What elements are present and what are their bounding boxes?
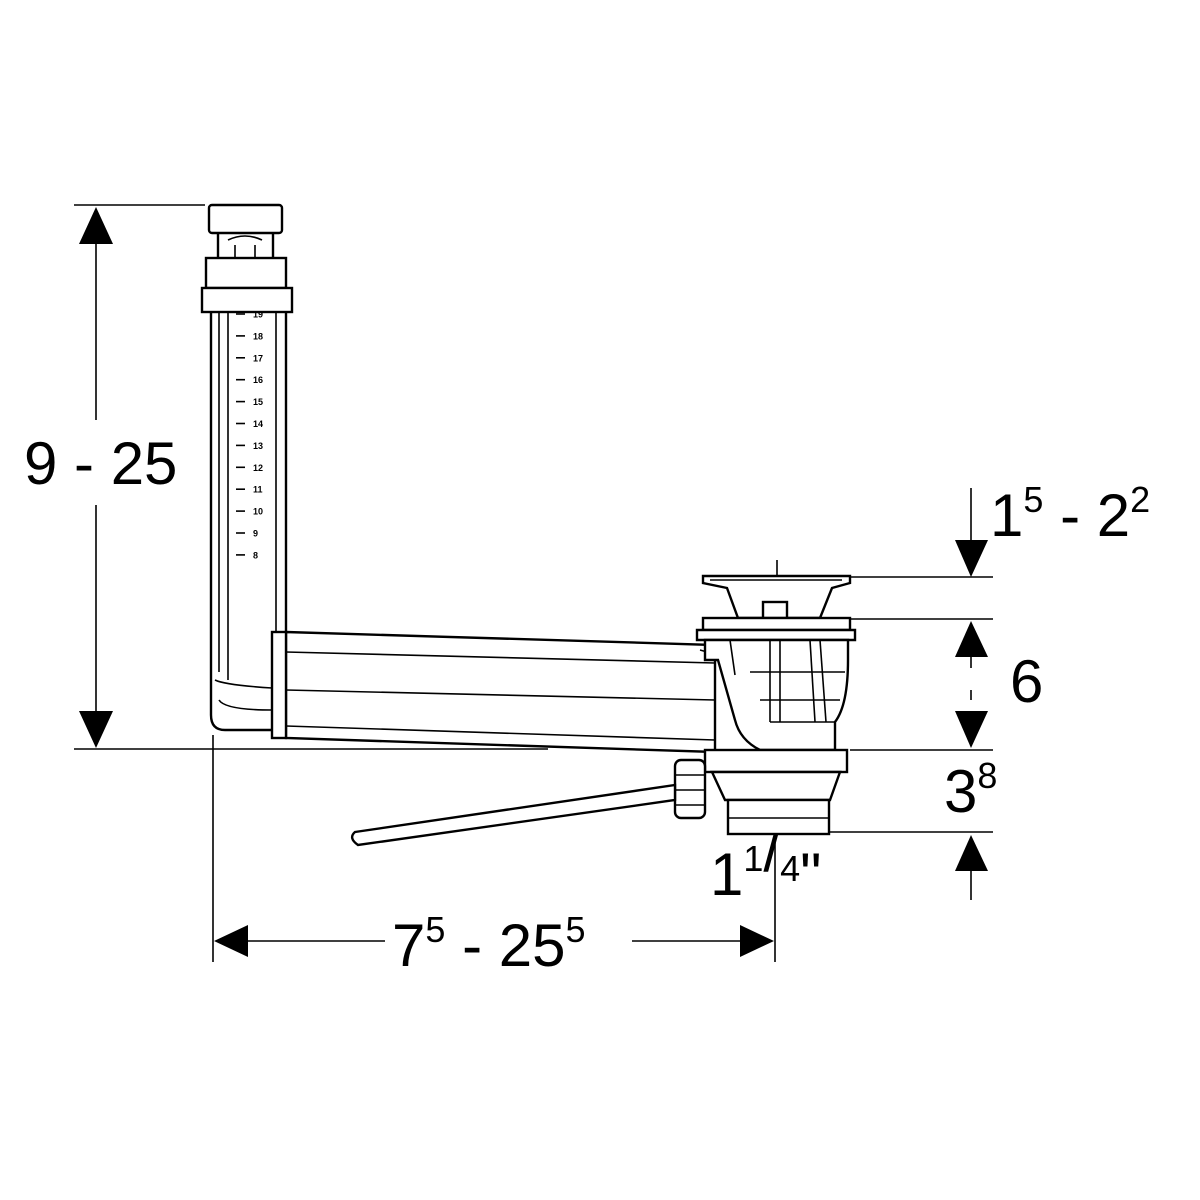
scale-label: 19	[253, 310, 263, 320]
height-dimension: 9 - 25	[24, 204, 548, 750]
basket-height-label: 6	[1010, 648, 1043, 715]
scale-label: 16	[253, 375, 263, 385]
flange-top	[701, 616, 852, 632]
arrow-down-icon	[79, 711, 113, 748]
scale-label: 12	[253, 463, 263, 473]
cap-neck	[216, 233, 275, 258]
plug-knob	[761, 600, 789, 620]
actuator-cable	[350, 783, 677, 847]
arrow-down-icon	[955, 711, 988, 748]
scale-label: 17	[253, 353, 263, 363]
basket-rib-1	[729, 639, 736, 676]
overflow-collar	[204, 256, 288, 290]
scale-label: 18	[253, 331, 263, 341]
arrow-right-icon	[740, 925, 774, 957]
tube-left-wall	[209, 312, 272, 732]
overflow-tube: 19 18 17 16 15 14 13 12 11 10 9 8	[200, 203, 294, 732]
body-nut	[703, 748, 849, 774]
outlet-spigot	[726, 798, 831, 836]
body-taper	[710, 770, 842, 802]
arrow-up-icon	[955, 621, 988, 657]
scale-label: 13	[253, 441, 263, 451]
flange-seal	[695, 628, 857, 642]
scale-label: 8	[253, 550, 258, 560]
scale-label: 14	[253, 419, 263, 429]
scale-label: 10	[253, 507, 263, 517]
cable-connector	[673, 758, 707, 820]
length-range-label: 75 - 255	[392, 909, 586, 979]
arrow-down-icon	[955, 540, 988, 577]
length-scale: 19 18 17 16 15 14 13 12 11 10 9 8	[236, 310, 263, 560]
connection-pipe	[270, 630, 761, 754]
basket-rib-5	[819, 639, 827, 723]
basket-body	[703, 638, 850, 752]
arrow-left-icon	[214, 925, 248, 957]
overflow-cap	[207, 203, 284, 235]
length-dimension: 75 - 255	[212, 735, 776, 979]
pipe-highlight-top	[285, 651, 716, 664]
arrow-up-icon	[79, 207, 113, 244]
basket-waste	[350, 560, 857, 847]
right-dimensions: 15 - 22 6 38 11/4"	[710, 479, 1150, 908]
overflow-nut	[200, 286, 294, 314]
pipe-highlight-bottom	[285, 725, 716, 741]
tube-elbow	[214, 679, 273, 711]
outlet-height-label: 38	[944, 755, 997, 825]
pipe-highlight-mid	[285, 689, 716, 701]
scale-label: 9	[253, 529, 258, 539]
pipe-sleeve	[270, 630, 288, 740]
basket-rib-4	[809, 639, 816, 723]
scale-label: 15	[253, 397, 263, 407]
arrow-up-icon	[955, 835, 988, 871]
overflow-height-label: 15 - 22	[990, 479, 1150, 549]
scale-label: 11	[253, 485, 263, 495]
basket-grid	[750, 671, 845, 723]
cap-detail	[227, 235, 263, 260]
height-range-label: 9 - 25	[24, 430, 177, 497]
